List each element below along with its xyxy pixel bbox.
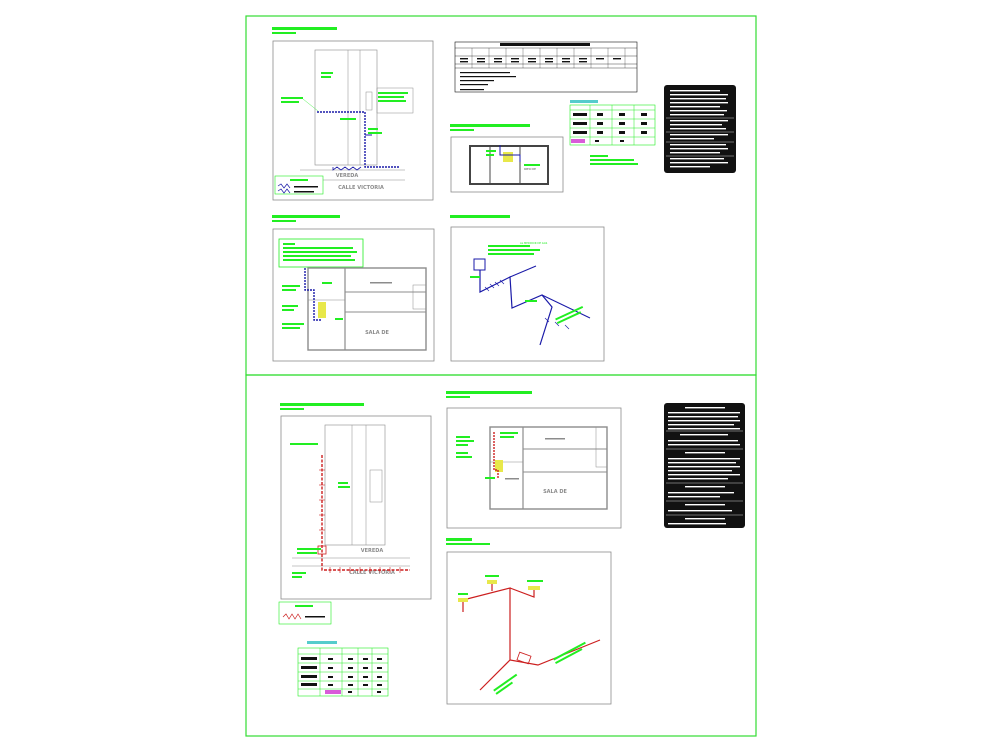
bottom-viewport-isometric (446, 538, 612, 705)
sheet-bottom-frame (245, 374, 757, 737)
bottom-plan1-street-label: CALLE VICTORIA (349, 570, 395, 576)
top-viewport-isometric: AL MEDIDOR DE GAS (450, 215, 605, 362)
bottom-viewport-plan-1: VEREDA CALLE VICTORIA (278, 403, 432, 625)
top-small-plan-patio: PATIO DE (524, 167, 536, 171)
top-viewport-plan-2: SALA DE (272, 215, 435, 362)
bottom-notes-block (664, 403, 745, 528)
top-small-plan: PATIO DE (450, 124, 564, 193)
top-iso-note: AL MEDIDOR DE GAS (520, 241, 548, 245)
top-notes-block (664, 85, 736, 173)
top-legend-table (569, 100, 656, 165)
bottom-legend-table (297, 641, 389, 697)
bottom-viewport-plan-2: SALA DE (446, 391, 622, 529)
top-plan2-room: SALA DE (365, 330, 389, 336)
bottom-plan2-room: SALA DE (543, 489, 567, 495)
bottom-plan1-street-short: VEREDA (361, 548, 384, 554)
top-materials-table (454, 41, 638, 93)
top-viewport-plan-1: VEREDA CALLE VICTORIA (272, 27, 434, 201)
top-plan1-street-short: VEREDA (336, 173, 359, 179)
top-plan1-street-label: CALLE VICTORIA (338, 185, 384, 191)
